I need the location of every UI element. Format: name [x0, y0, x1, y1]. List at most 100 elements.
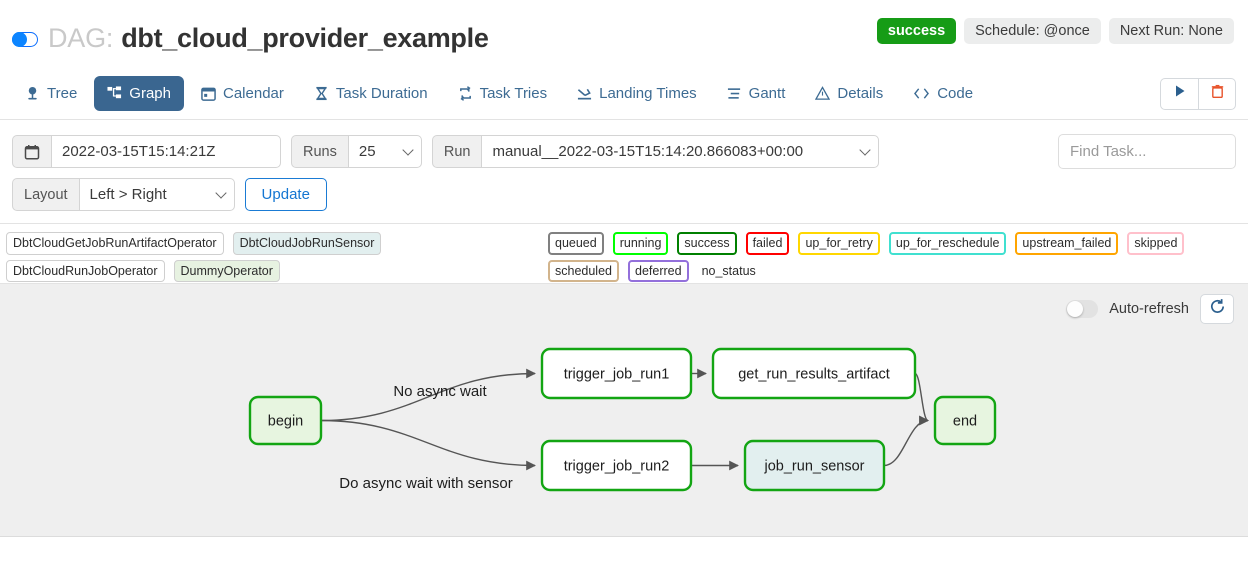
auto-refresh-toggle[interactable]: [1066, 300, 1099, 318]
graph-edge: [883, 415, 929, 467]
controls-row-bottom: Layout Left > Right Update: [12, 178, 1236, 211]
graph-node-label: begin: [268, 414, 303, 430]
next-run-badge: Next Run: None: [1108, 18, 1234, 44]
trash-icon: [1210, 84, 1225, 104]
run-select[interactable]: manual__2022-03-15T15:14:20.866083+00:00: [481, 135, 880, 168]
operator-chip[interactable]: DbtCloudGetJobRunArtifactOperator: [6, 232, 224, 255]
status-chip[interactable]: up_for_retry: [798, 232, 880, 255]
graph-node-box[interactable]: [248, 395, 323, 446]
operator-chip[interactable]: DbtCloudJobRunSensor: [232, 232, 382, 255]
graph-node-box[interactable]: [933, 395, 997, 446]
tab-label: Calendar: [223, 85, 284, 102]
tab-label: Task Duration: [335, 85, 428, 102]
graph-node[interactable]: end: [933, 395, 997, 446]
dag-prefix-label: DAG:: [48, 22, 114, 53]
operator-chip[interactable]: DummyOperator: [173, 259, 280, 282]
graph-node[interactable]: get_run_results_artifact: [711, 347, 917, 400]
run-label: Run: [431, 135, 482, 168]
dag-pause-toggle[interactable]: [12, 32, 38, 47]
run-group: Run manual__2022-03-15T15:14:20.866083+0…: [431, 135, 880, 168]
status-badge: success: [876, 18, 957, 44]
graph-toolbar: Auto-refresh: [1066, 294, 1234, 324]
find-task-input[interactable]: [1058, 134, 1236, 169]
runs-select[interactable]: 25: [347, 135, 422, 168]
graph-node-box[interactable]: [743, 439, 886, 492]
dag-graph-svg[interactable]: begin trigger_job_run1 get_run_results_art…: [0, 284, 1248, 537]
status-chip[interactable]: no_status: [701, 263, 756, 278]
status-chip[interactable]: deferred: [628, 259, 689, 282]
graph-node[interactable]: trigger_job_run2: [540, 439, 693, 492]
graph-edge: [320, 368, 536, 422]
tab-graph[interactable]: Graph: [94, 76, 184, 111]
update-button[interactable]: Update: [244, 178, 327, 211]
tab-code[interactable]: Code: [900, 76, 986, 111]
tab-calendar[interactable]: Calendar: [188, 76, 297, 111]
tab-label: Graph: [129, 85, 171, 102]
layout-group: Layout Left > Right: [12, 178, 235, 211]
status-chip[interactable]: running: [612, 232, 669, 255]
graph-edges: [320, 368, 929, 471]
retry-icon: [458, 86, 473, 101]
graph-node-box[interactable]: [711, 347, 917, 400]
edge-label: Do async wait with sensor: [339, 475, 512, 492]
controls-row-top: Runs 25 Run manual__2022-03-15T15:14:20.…: [12, 134, 1236, 169]
tree-icon: [25, 86, 40, 101]
graph-icon: [107, 86, 122, 101]
graph-node-box[interactable]: [540, 439, 693, 492]
tab-landing-times[interactable]: Landing Times: [564, 76, 710, 111]
tab-label: Task Tries: [479, 85, 548, 102]
page-bottom-strip: [0, 556, 1248, 565]
layout-select[interactable]: Left > Right: [78, 178, 235, 211]
calendar-icon: [201, 86, 216, 101]
runs-group: Runs 25: [291, 135, 422, 168]
graph-node-label: trigger_job_run2: [564, 459, 670, 475]
status-chip[interactable]: success: [677, 232, 737, 255]
tab-gantt[interactable]: Gantt: [714, 76, 799, 111]
schedule-badge[interactable]: Schedule: @once: [964, 18, 1101, 44]
graph-edge: [320, 419, 536, 471]
dag-graph-canvas[interactable]: Auto-refresh begin trigger_job_run1 get_ru…: [0, 284, 1248, 537]
status-chip[interactable]: upstream_failed: [1015, 232, 1119, 255]
code-icon: [913, 86, 930, 101]
calendar-icon[interactable]: [12, 135, 51, 168]
view-tabs: Tree Graph Calendar Task Duration Task T: [0, 68, 1248, 120]
page-title: dbt_cloud_provider_example: [121, 22, 489, 53]
warning-icon: [815, 86, 831, 101]
run-select-wrap: manual__2022-03-15T15:14:20.866083+00:00: [481, 135, 880, 168]
status-chip[interactable]: queued: [548, 232, 604, 255]
layout-select-wrap: Left > Right: [78, 178, 235, 211]
delete-dag-button[interactable]: [1198, 77, 1236, 110]
graph-node[interactable]: job_run_sensor: [743, 439, 886, 492]
tab-task-tries[interactable]: Task Tries: [445, 76, 561, 111]
tab-label: Tree: [47, 85, 78, 102]
tab-tree[interactable]: Tree: [12, 76, 90, 111]
graph-node[interactable]: trigger_job_run1: [540, 347, 693, 400]
dag-run-controls: Runs 25 Run manual__2022-03-15T15:14:20.…: [0, 120, 1248, 224]
status-chip[interactable]: skipped: [1127, 232, 1185, 255]
gantt-icon: [727, 86, 742, 101]
status-chip[interactable]: up_for_reschedule: [888, 232, 1007, 255]
tab-details[interactable]: Details: [802, 76, 896, 111]
status-chip[interactable]: failed: [745, 232, 790, 255]
tab-label: Code: [937, 85, 974, 102]
layout-label: Layout: [12, 178, 79, 211]
dag-action-buttons: [1160, 77, 1236, 110]
trigger-dag-play-button[interactable]: [1160, 77, 1198, 110]
hourglass-icon: [314, 86, 329, 101]
tab-label: Details: [837, 85, 884, 102]
graph-edge: [914, 372, 929, 426]
operator-chip[interactable]: DbtCloudRunJobOperator: [6, 259, 165, 282]
graph-nodes[interactable]: begin trigger_job_run1 get_run_results_art…: [248, 347, 997, 492]
graph-node[interactable]: begin: [248, 395, 323, 446]
dag-header: DAG: dbt_cloud_provider_example success …: [0, 0, 1248, 68]
graph-node-label: get_run_results_artifact: [738, 367, 890, 383]
graph-node-box[interactable]: [540, 347, 693, 400]
execution-date-input[interactable]: [51, 135, 281, 168]
refresh-button[interactable]: [1200, 294, 1234, 324]
tab-task-duration[interactable]: Task Duration: [301, 76, 441, 111]
status-chip[interactable]: scheduled: [548, 259, 619, 282]
tab-label: Gantt: [748, 85, 786, 102]
